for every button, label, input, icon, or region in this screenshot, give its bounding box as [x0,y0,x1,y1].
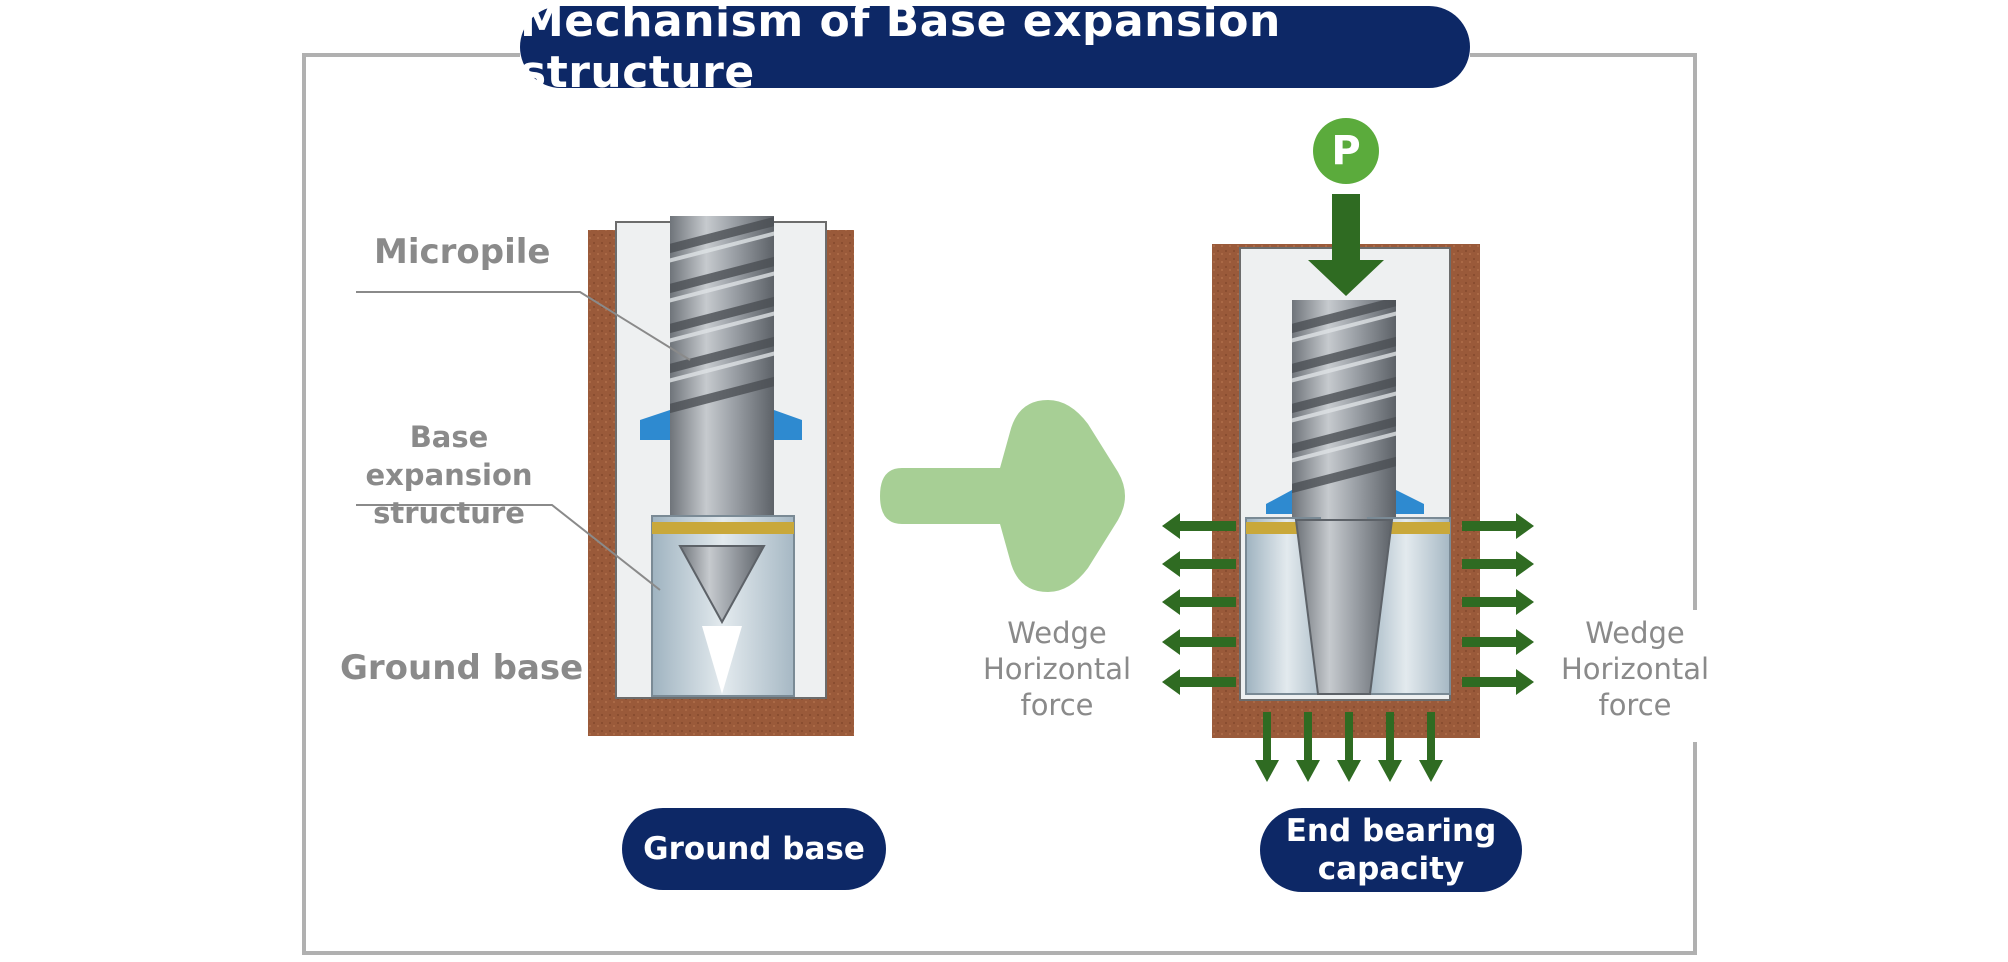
gold-band-left [652,522,794,534]
leader-base [356,504,661,591]
left-scene [356,216,854,736]
wedge-gap-left [702,626,742,694]
leader-micropile [356,291,691,361]
load-arrow [1308,194,1384,296]
transition-arrow [880,400,1125,592]
micropile-left [670,216,774,546]
right-scene [1162,194,1534,782]
blue-wedge-left [640,410,802,440]
caption-ground-base: Ground base [622,808,886,890]
pile-tip-left [678,545,766,625]
micropile-right [1292,300,1396,520]
blue-wedge-right [1266,490,1424,514]
label-wedge-horizontal-force-left: Wedge Horizontal force [982,616,1132,722]
label-micropile: Micropile [374,232,551,272]
load-p-badge: P [1313,118,1379,184]
pile-tip-right [1294,519,1394,695]
label-wedge-horizontal-force-right: Wedge Horizontal force [1560,616,1710,722]
label-ground-base: Ground base [340,648,584,688]
horizontal-arrows-right [1462,513,1534,695]
label-base-expansion-structure: Base expansion structure [365,420,533,530]
horizontal-arrows-left [1162,513,1236,695]
end-bearing-arrows [1255,712,1443,782]
frame-border [302,53,1697,955]
caption-end-bearing-capacity: End bearing capacity [1260,808,1522,892]
diagram-title: Mechanism of Base expansion structure [520,0,1470,98]
